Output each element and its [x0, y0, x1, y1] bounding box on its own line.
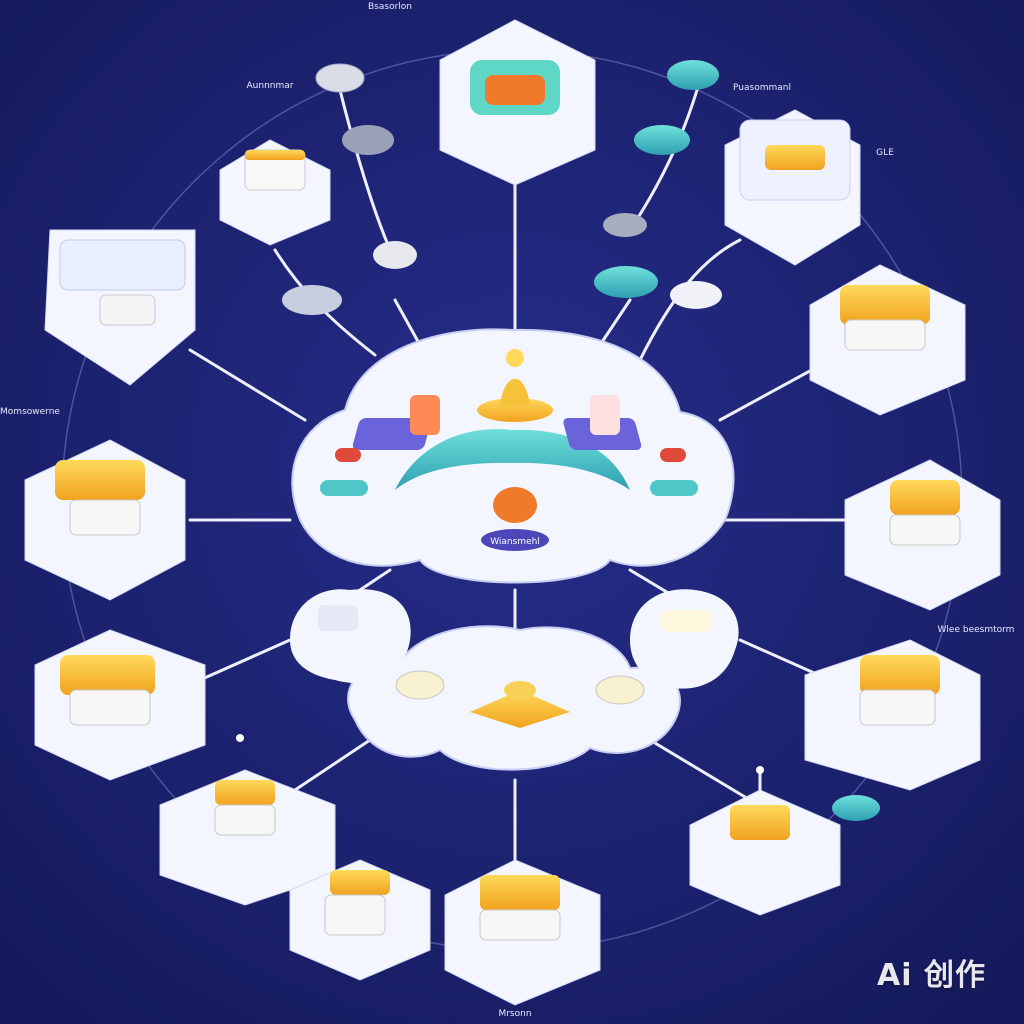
label-left-mid: Momsowerne [0, 407, 60, 417]
node-top-right: Puasommanl GLE [724, 83, 894, 266]
node-top: Bsasorlon [368, 2, 596, 186]
connector-left-upper [188, 348, 307, 422]
central-hub: Wiansmehl [291, 328, 735, 584]
label-top: Bsasorlon [368, 2, 412, 12]
stack-right-icon [590, 395, 620, 435]
node-right [844, 459, 1001, 611]
hub-badge-label: Wiansmehl [490, 537, 540, 547]
top-platform [477, 398, 553, 422]
node-left-upper [44, 229, 196, 386]
label-right-small: GLE [876, 148, 894, 158]
node-bottom-center: Mrsonn [444, 859, 601, 1019]
node-left-lower [34, 629, 206, 781]
node-top-left [219, 139, 331, 246]
left-dot [335, 448, 361, 462]
label-bottom: Mrsonn [498, 1009, 531, 1019]
floating-tokens: Aunnnmar [236, 60, 880, 821]
label-top-right: Puasommanl [733, 83, 791, 93]
node-right-upper [809, 264, 966, 416]
right-pill [650, 480, 698, 496]
left-pill [320, 480, 368, 496]
right-dot [660, 448, 686, 462]
node-left: Momsowerne [0, 407, 186, 601]
node-bottom-center-left [289, 859, 431, 981]
node-right-lower: Wlee beesmtorm [804, 625, 1015, 791]
node-bottom-left [159, 769, 336, 906]
lower-hub [290, 589, 739, 771]
core-icon [493, 487, 537, 523]
stack-left-icon [410, 395, 440, 435]
ai-watermark: Ai 创作 [877, 958, 986, 993]
label-top-left: Aunnnmar [247, 81, 294, 91]
beacon-icon [506, 349, 524, 367]
label-right-mid: Wlee beesmtorm [938, 625, 1015, 635]
hub-badge [481, 529, 549, 551]
node-bottom-right [689, 766, 841, 916]
